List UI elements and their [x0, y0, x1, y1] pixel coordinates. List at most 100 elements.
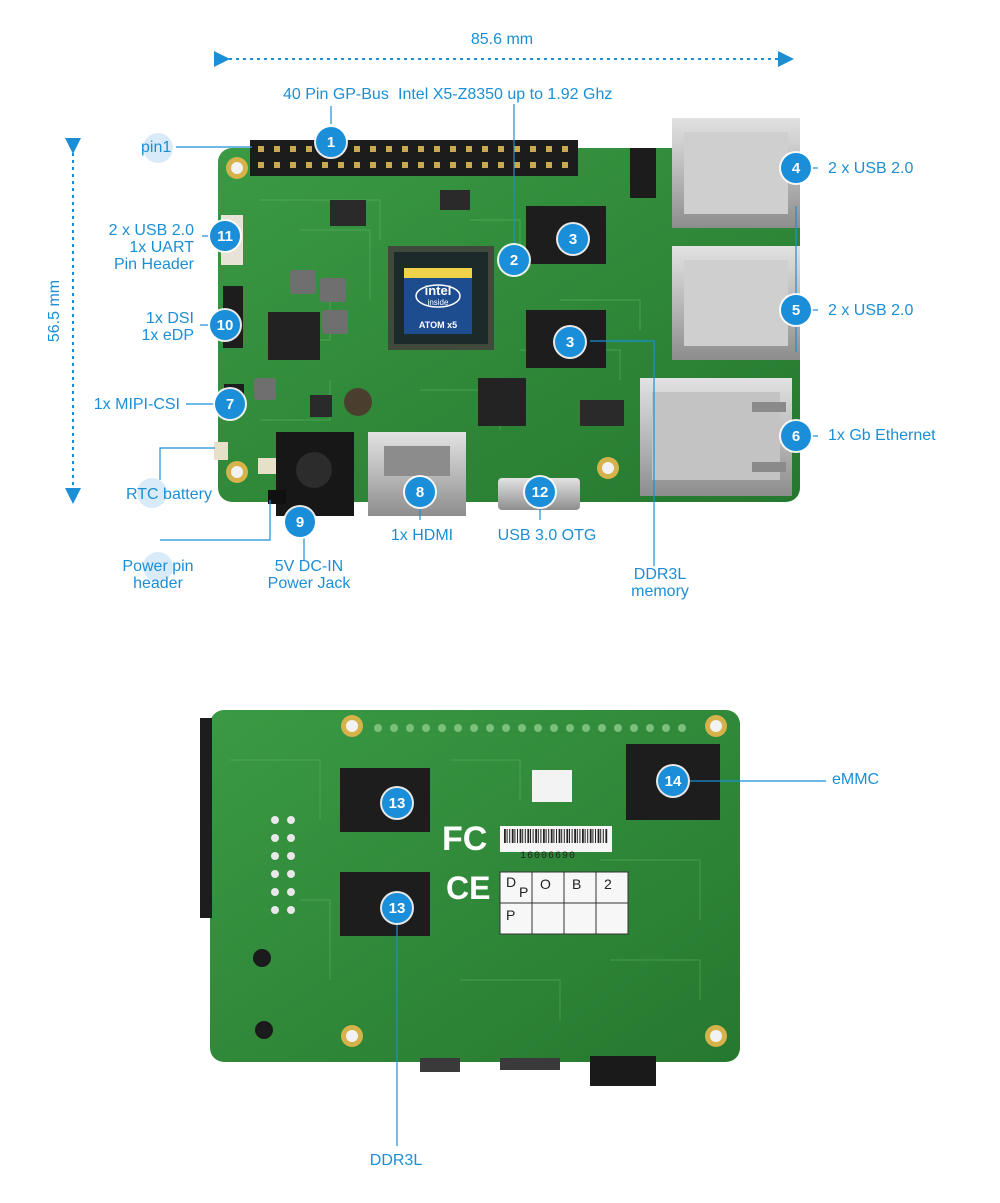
barcode-bar	[592, 829, 594, 843]
gpio-pin	[482, 146, 488, 152]
solder-dot	[287, 888, 295, 896]
callout-badge-b14: 14	[658, 766, 688, 796]
gpio-pin	[290, 162, 296, 168]
power-pin-label: Power pin header	[108, 558, 208, 592]
uart-label-line1: 2 x USB 2.0	[108, 222, 194, 239]
callout-badge-b1: 1	[316, 127, 346, 157]
barcode-bar	[602, 829, 604, 843]
gpio-pin	[434, 162, 440, 168]
height-dimension-label: 56.5 mm	[46, 279, 63, 343]
cpu-label: Intel X5-Z8350 up to 1.92 Ghz	[398, 86, 613, 103]
hdmi-label: 1x HDMI	[390, 527, 454, 544]
solder-dot	[287, 816, 295, 824]
usb-a-label: 2 x USB 2.0	[828, 160, 914, 177]
dc-in-label-line1: 5V DC-IN	[274, 558, 344, 575]
width-dimension-label: 85.6 mm	[470, 31, 534, 48]
ddr3l-top-label: DDR3L memory	[610, 566, 710, 600]
barcode-bar	[563, 829, 565, 843]
gpio-pin	[258, 162, 264, 168]
barcode-bar	[540, 829, 542, 843]
solder-dot	[271, 852, 279, 860]
ddr3l-bottom-label: DDR3L	[369, 1152, 423, 1169]
solder-dot	[550, 724, 558, 732]
emmc-label: eMMC	[832, 771, 880, 788]
solder-dot	[374, 724, 382, 732]
solder-dot	[438, 724, 446, 732]
power-pin-highlight	[143, 552, 173, 582]
barcode-bar	[506, 829, 508, 843]
solder-dot	[287, 870, 295, 878]
barcode-bar	[589, 829, 592, 843]
otg-label: USB 3.0 OTG	[497, 527, 597, 544]
barcode-bar	[527, 829, 530, 843]
solder-dot	[287, 906, 295, 914]
solder-dot	[534, 724, 542, 732]
gpio-pin	[530, 162, 536, 168]
callout-badge-b7: 7	[215, 389, 245, 419]
pin1-label: pin1	[141, 139, 172, 156]
barcode-bar	[524, 829, 526, 843]
ddr3l-top-label-line1: DDR3L	[633, 566, 687, 583]
barcode-bar	[600, 829, 602, 843]
solder-dot	[470, 724, 478, 732]
grid-cell-d: D	[506, 874, 517, 890]
rtc-label: RTC battery	[126, 486, 212, 503]
gpio-pin	[402, 146, 408, 152]
gpio-pin	[418, 162, 424, 168]
gpio-pin	[274, 162, 280, 168]
barcode-bar	[553, 829, 555, 843]
barcode-bar	[566, 829, 569, 843]
barcode-bar	[561, 829, 563, 843]
gpio-pin	[434, 146, 440, 152]
dsi-label-line1: 1x DSI	[145, 310, 194, 327]
grid-cell-2: 2	[604, 876, 612, 892]
cpu-model: ATOM x5	[418, 320, 458, 330]
cpu-logo: intel inside	[404, 283, 472, 308]
callout-badge-b3b: 3	[555, 327, 585, 357]
gpio-pin	[562, 146, 568, 152]
callout-badge-b3a: 3	[558, 224, 588, 254]
grid-cell-p2: P	[506, 907, 516, 923]
solder-dot	[390, 724, 398, 732]
gpio-pin	[466, 162, 472, 168]
ce-mark: CE	[446, 870, 491, 906]
solder-dot	[454, 724, 462, 732]
solder-dot	[271, 816, 279, 824]
barcode-bar	[605, 829, 608, 843]
barcode-bar	[532, 829, 534, 843]
barcode-bar	[545, 829, 547, 843]
cpu-logo-brand: intel	[424, 283, 452, 298]
dc-in-label: 5V DC-IN Power Jack	[254, 558, 364, 592]
gpio-pin	[418, 146, 424, 152]
dc-in-label-line2: Power Jack	[267, 575, 351, 592]
barcode-bar	[595, 829, 596, 843]
solder-dot	[518, 724, 526, 732]
callout-badge-b8: 8	[405, 477, 435, 507]
barcode-bar	[519, 829, 522, 843]
barcode-bar	[530, 829, 531, 843]
barcode-bar	[514, 829, 516, 843]
solder-dot	[271, 834, 279, 842]
gpio-pin	[546, 146, 552, 152]
solder-dot	[598, 724, 606, 732]
barcode-bar	[543, 829, 545, 843]
gpio-pin	[290, 146, 296, 152]
solder-dot	[287, 852, 295, 860]
gpio-pin	[354, 162, 360, 168]
solder-dot	[422, 724, 430, 732]
power-pin-label-line2: header	[133, 575, 183, 592]
gpio-pin	[306, 146, 312, 152]
grid-cell-b: B	[572, 876, 582, 892]
barcode-bar	[569, 829, 570, 843]
rtc-highlight	[137, 478, 167, 508]
barcode-bar	[584, 829, 586, 843]
barcode-bar	[509, 829, 511, 843]
solder-dot	[271, 870, 279, 878]
uart-label: 2 x USB 2.0 1x UART Pin Header	[80, 222, 194, 273]
callout-badge-b11: 11	[210, 221, 240, 251]
leader-lines	[159, 104, 826, 1146]
callout-badge-b4: 4	[781, 153, 811, 183]
callout-badge-b9: 9	[285, 507, 315, 537]
